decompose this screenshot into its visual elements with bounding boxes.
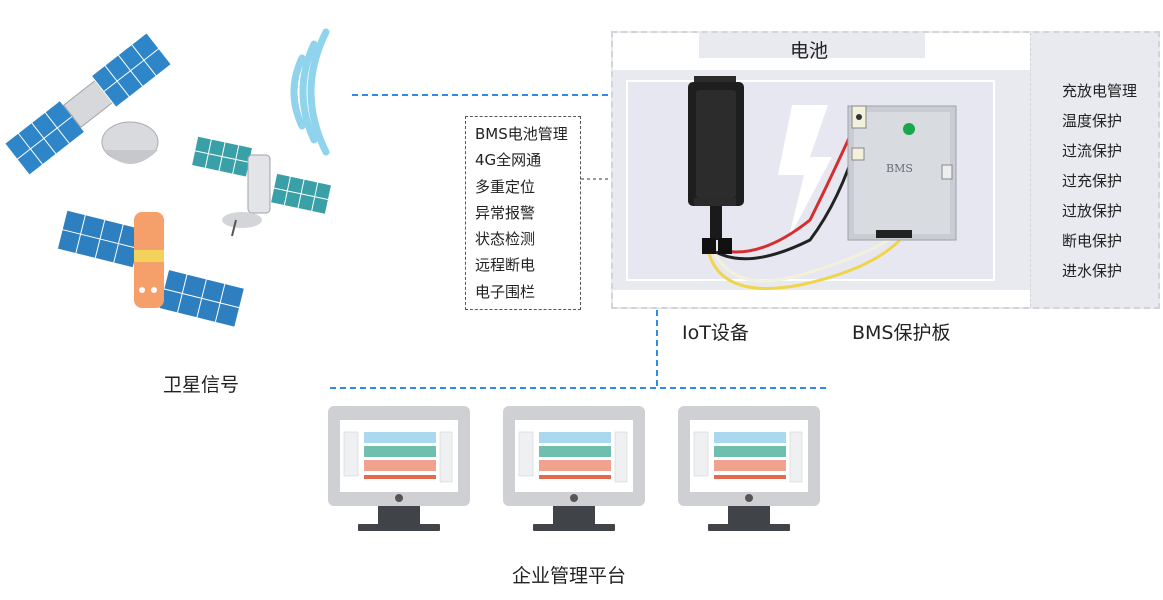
protection-item: 过充保护 bbox=[1062, 172, 1123, 190]
feature-item: 电子围栏 bbox=[475, 282, 536, 301]
iot-device-icon bbox=[688, 76, 744, 254]
protection-item: 过流保护 bbox=[1062, 142, 1123, 160]
battery-divider bbox=[1030, 33, 1031, 307]
device-illustration bbox=[688, 76, 957, 290]
iot-feature-list: BMS电池管理 4G全网通 多重定位 异常报警 状态检测 远程断电 电子围栏 bbox=[465, 116, 581, 310]
protection-item: 断电保护 bbox=[1062, 232, 1123, 250]
bms-chip-label: BMS bbox=[886, 162, 913, 175]
feature-item: 远程断电 bbox=[475, 256, 536, 275]
battery-tab-right bbox=[925, 33, 1030, 59]
satellites-illustration bbox=[4, 28, 333, 328]
satellite-icon bbox=[56, 209, 245, 328]
protection-item: 充放电管理 bbox=[1062, 82, 1138, 100]
feature-item: 4G全网通 bbox=[475, 151, 542, 170]
battery-label: 电池 bbox=[790, 40, 829, 62]
satellite-icon bbox=[190, 135, 333, 237]
protection-item: 温度保护 bbox=[1062, 112, 1123, 130]
satellite-icon bbox=[4, 32, 172, 176]
enterprise-platform-label: 企业管理平台 bbox=[512, 565, 627, 587]
monitor-icon bbox=[503, 406, 645, 531]
feature-item: BMS电池管理 bbox=[475, 125, 568, 143]
satellite-signal-label: 卫星信号 bbox=[163, 374, 240, 396]
feature-item: 异常报警 bbox=[475, 203, 536, 222]
battery-top-strip bbox=[613, 58, 1030, 70]
battery-tab-left bbox=[613, 33, 699, 59]
protection-item: 进水保护 bbox=[1062, 262, 1123, 280]
feature-item: 状态检测 bbox=[475, 230, 536, 249]
feature-item: 多重定位 bbox=[475, 177, 536, 196]
monitor-icon bbox=[328, 406, 470, 531]
bms-board-icon bbox=[847, 105, 957, 241]
wire-bundle bbox=[706, 124, 902, 290]
bms-protection-list: 充放电管理 温度保护 过流保护 过充保护 过放保护 断电保护 进水保护 bbox=[1031, 76, 1161, 286]
battery-bottom-strip bbox=[613, 290, 1030, 307]
protection-item: 过放保护 bbox=[1062, 202, 1123, 220]
iot-device-label: IoT设备 bbox=[682, 322, 749, 344]
lightning-icon bbox=[778, 105, 832, 240]
signal-wave-icon bbox=[290, 28, 330, 156]
monitor-icon bbox=[678, 406, 820, 531]
bms-board-label: BMS保护板 bbox=[852, 322, 951, 344]
